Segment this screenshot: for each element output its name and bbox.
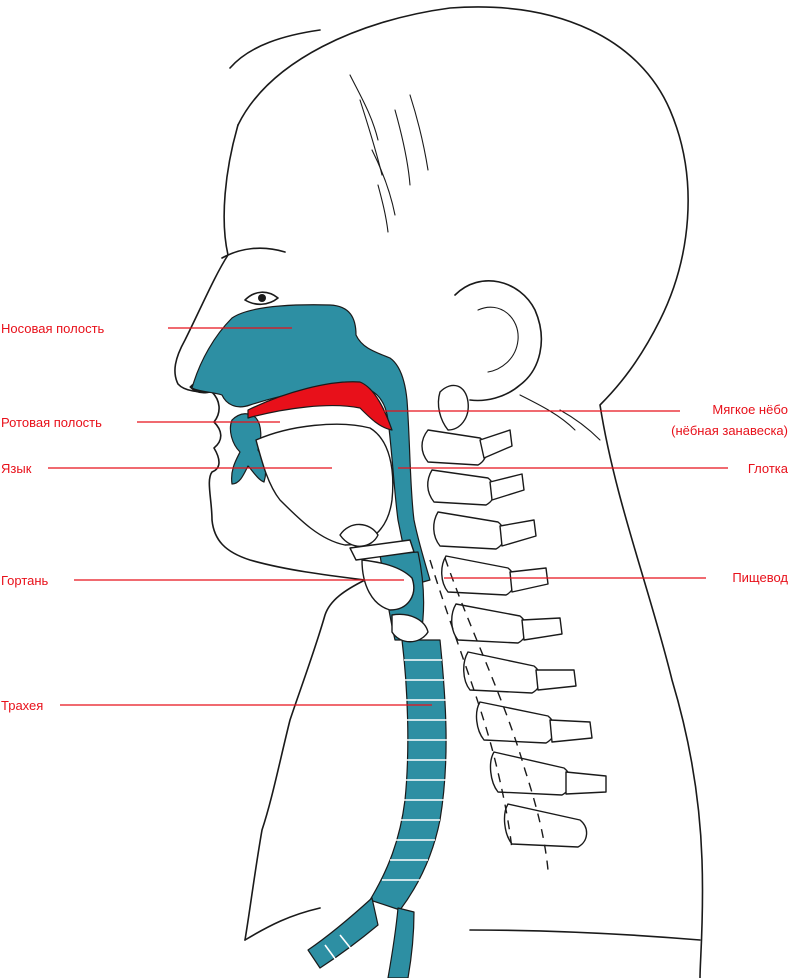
eyebrow xyxy=(221,247,286,259)
ear xyxy=(454,280,543,402)
soft-palate xyxy=(247,381,393,431)
cervical-spine xyxy=(421,384,607,848)
leader-lines xyxy=(48,327,728,706)
head-outline xyxy=(174,6,704,978)
eye xyxy=(244,291,279,306)
pupil xyxy=(258,294,266,302)
label-pharynx: Глотка xyxy=(748,461,789,476)
airway xyxy=(191,304,448,978)
label-trachea: Трахея xyxy=(1,698,43,713)
label-oral-cavity: Ротовая полость xyxy=(1,415,102,430)
label-soft-palate-line2: (нёбная занавеска) xyxy=(671,423,788,438)
larynx-bones xyxy=(339,523,429,643)
label-larynx: Гортань xyxy=(1,573,49,588)
label-nasal-cavity: Носовая полость xyxy=(1,321,105,336)
label-esophagus: Пищевод xyxy=(732,570,788,585)
esophagus-outline xyxy=(429,557,549,871)
label-tongue: Язык xyxy=(1,461,32,476)
label-soft-palate-line1: Мягкое нёбо xyxy=(712,402,788,417)
